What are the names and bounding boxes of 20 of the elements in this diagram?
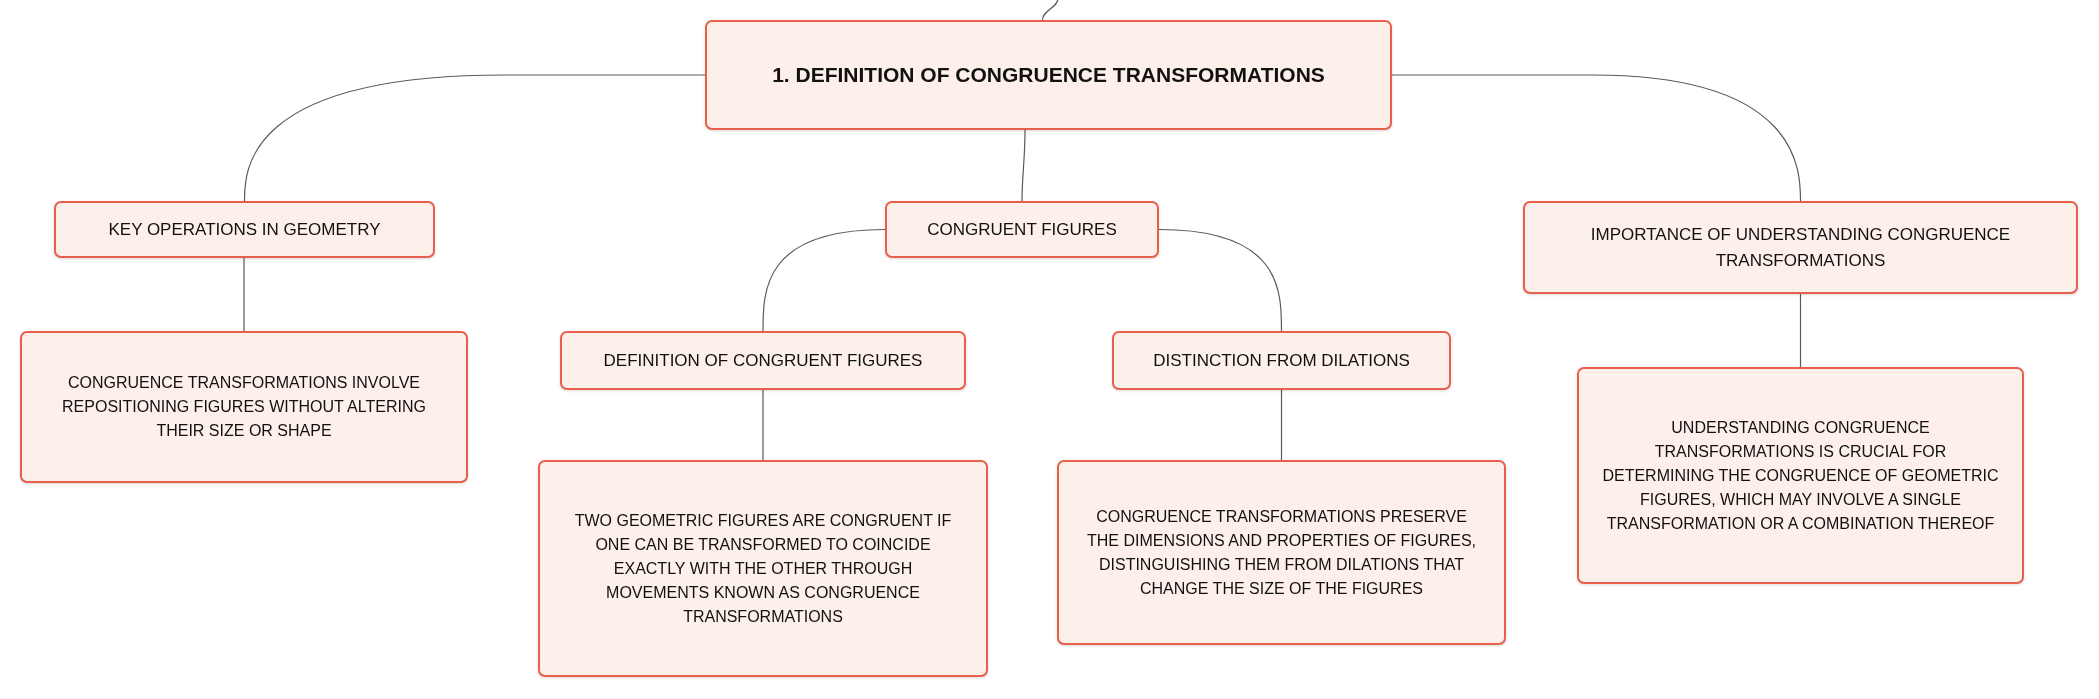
connector-line (243, 257, 245, 332)
description-box: CONGRUENCE TRANSFORMATIONS PRESERVE THE DIMENSIONS AND PROPERTIES OF FIGURES, DISTINGUISHING THEM FROM DILATIONS THAT CHANGE THE SIZE OF THE FIGURES (1057, 460, 1506, 645)
topic-box: DISTINCTION FROM DILATIONS (1112, 331, 1451, 390)
connector-line (1158, 228, 1283, 332)
connector-line (762, 389, 764, 461)
topic-box: KEY OPERATIONS IN GEOMETRY (54, 201, 435, 258)
connector-line (1799, 293, 1802, 368)
topic-box: 1. DEFINITION OF CONGRUENCE TRANSFORMATIONS (705, 20, 1392, 130)
description-box: CONGRUENCE TRANSFORMATIONS INVOLVE REPOSITIONING FIGURES WITHOUT ALTERING THEIR SIZE OR SHAPE (20, 331, 468, 483)
topic-box: CONGRUENT FIGURES (885, 201, 1159, 258)
connector-line (243, 74, 706, 202)
connector-line (1041, 0, 1059, 21)
description-box: TWO GEOMETRIC FIGURES ARE CONGRUENT IF ONE CAN BE TRANSFORMED TO COINCIDE EXACTLY WITH THE OTHER THROUGH MOVEMENTS KNOWN AS CONGRUENCE TRANSFORMATIONS (538, 460, 988, 677)
connector-line (1391, 74, 1802, 202)
topic-box: DEFINITION OF CONGRUENT FIGURES (560, 331, 966, 390)
description-box: UNDERSTANDING CONGRUENCE TRANSFORMATIONS IS CRUCIAL FOR DETERMINING THE CONGRUENCE OF GEOMETRIC FIGURES, WHICH MAY INVOLVE A SINGLE TRANSFORMATION OR A COMBINATION THEREOF (1577, 367, 2024, 584)
connector-line (762, 228, 886, 332)
connector-line (1280, 389, 1283, 461)
connector-line (1021, 129, 1026, 202)
topic-box: IMPORTANCE OF UNDERSTANDING CONGRUENCE TRANSFORMATIONS (1523, 201, 2078, 294)
